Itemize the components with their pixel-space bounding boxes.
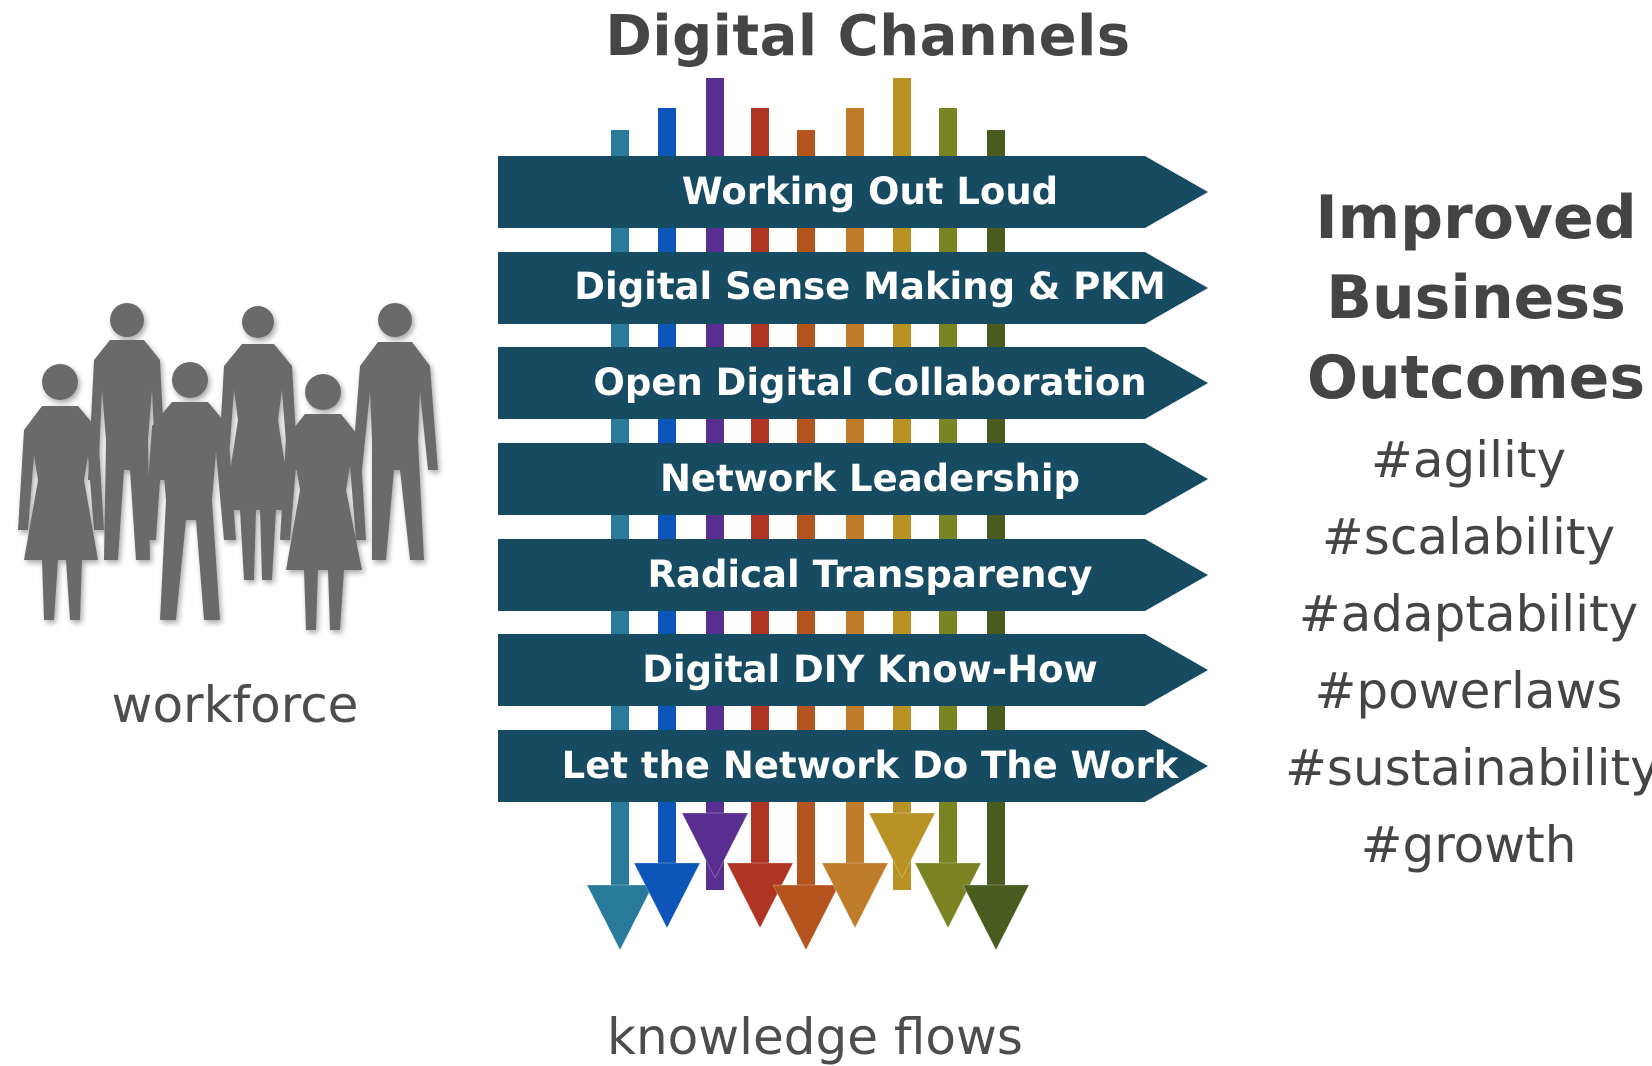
practice-banner [498, 252, 1208, 324]
workforce-people-icon [18, 303, 438, 630]
practice-label: Open Digital Collaboration [593, 361, 1147, 404]
outcome-tag: #powerlaws [1314, 662, 1623, 720]
channel-arrowhead [962, 884, 1030, 952]
person-icon [18, 364, 104, 620]
practice-label: Digital Sense Making & PKM [574, 265, 1166, 308]
channel-shaft [797, 802, 815, 885]
practice-label: Radical Transparency [647, 553, 1093, 596]
practice-label: Let the Network Do The Work [561, 744, 1179, 787]
outcome-tag: #agility [1370, 431, 1567, 489]
channel-arrowhead [633, 862, 701, 930]
outcome-tag: #scalability [1321, 508, 1616, 566]
practice-banner [498, 634, 1208, 706]
practice-banner [498, 730, 1208, 802]
practice-label: Network Leadership [659, 457, 1081, 500]
person-icon [218, 306, 298, 580]
channel-arrowhead [868, 812, 936, 880]
person-icon [352, 303, 438, 560]
outcome-tags: #agility #scalability #adaptability #pow… [1285, 422, 1652, 884]
channel-arrowhead [681, 812, 749, 880]
digital-channels-overlay [586, 802, 1030, 952]
channel-shaft [939, 802, 957, 863]
knowledge-flows-label: knowledge flows [607, 1008, 1023, 1066]
practice-banner [498, 539, 1208, 611]
person-icon [280, 374, 366, 630]
practice-banner [498, 156, 1208, 228]
channel-arrowhead [914, 862, 982, 930]
outcome-tag: #sustainability [1285, 739, 1652, 797]
outcome-tag: #growth [1360, 816, 1577, 874]
workforce-label: workforce [111, 676, 359, 734]
channel-shaft [751, 802, 769, 863]
person-icon [144, 362, 236, 620]
outcomes-title: Improved Business Outcomes [1306, 183, 1646, 413]
channel-shaft [893, 802, 911, 813]
outcome-tag: #adaptability [1298, 585, 1639, 643]
practice-banner [498, 347, 1208, 419]
practice-banners [498, 156, 1208, 802]
diagram-title: Digital Channels [605, 4, 1131, 69]
channel-shaft [658, 802, 676, 863]
channel-shaft [846, 802, 864, 863]
channel-arrowhead [772, 884, 840, 952]
channel-arrowhead [586, 884, 654, 952]
channel-shaft [706, 802, 724, 813]
channel-shaft [987, 802, 1005, 885]
practice-label: Digital DIY Know-How [642, 648, 1098, 691]
practice-label: Working Out Loud [681, 170, 1059, 213]
practice-banner [498, 443, 1208, 515]
channel-arrowhead [821, 862, 889, 930]
channel-arrowhead [726, 862, 794, 930]
channel-shaft [611, 802, 629, 885]
